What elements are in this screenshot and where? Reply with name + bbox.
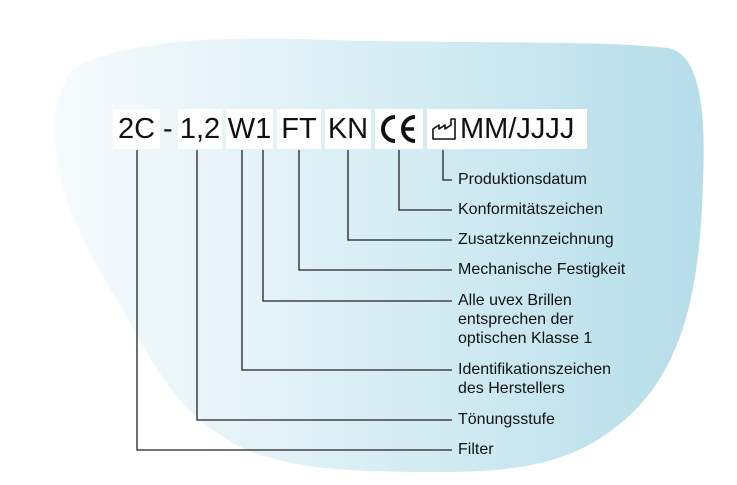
label-additional: Zusatzkennzeichnung bbox=[458, 231, 614, 248]
label-production-date: Produktionsdatum bbox=[458, 171, 587, 188]
code-separator: - bbox=[163, 113, 173, 145]
factory-icon bbox=[432, 118, 456, 140]
label-conformity: Konformitätszeichen bbox=[458, 201, 603, 218]
code-filter: 2C bbox=[113, 109, 160, 149]
ce-mark-icon bbox=[381, 115, 416, 143]
code-additional: KN bbox=[325, 109, 371, 149]
label-optical-class-line3: optischen Klasse 1 bbox=[458, 330, 593, 347]
connector-shade bbox=[196, 150, 452, 421]
connector-mechanical bbox=[298, 150, 452, 271]
label-manufacturer-line1: Identifikationszeichen bbox=[458, 361, 611, 378]
label-mechanical: Mechanische Festigkeit bbox=[458, 261, 626, 278]
connector-additional bbox=[347, 150, 452, 241]
lens-shape bbox=[54, 38, 704, 473]
connector-lines bbox=[136, 150, 452, 451]
code-mechanical: FT bbox=[277, 109, 321, 149]
code-manufacturer: W1 bbox=[226, 109, 273, 149]
label-optical-class-line2: entsprechen der bbox=[458, 311, 574, 328]
connector-conformity bbox=[398, 150, 452, 211]
code-date: MM/JJJJ bbox=[427, 109, 587, 149]
label-optical-class-line1: Alle uvex Brillen bbox=[458, 292, 572, 309]
label-optical-class: Alle uvex Brillen entsprechen der optisc… bbox=[458, 291, 592, 348]
label-shade: Tönungsstufe bbox=[458, 411, 555, 428]
connector-production-date bbox=[442, 150, 452, 181]
label-manufacturer-line2: des Herstellers bbox=[458, 380, 565, 397]
connector-optical-class bbox=[262, 150, 452, 302]
date-text: MM/JJJJ bbox=[460, 113, 575, 145]
label-manufacturer: Identifikationszeichen des Herstellers bbox=[458, 360, 611, 398]
label-filter: Filter bbox=[458, 441, 494, 458]
connector-filter bbox=[136, 150, 452, 451]
connector-manufacturer bbox=[241, 150, 452, 371]
ce-mark bbox=[375, 109, 423, 149]
code-shade: 1,2 bbox=[178, 109, 222, 149]
